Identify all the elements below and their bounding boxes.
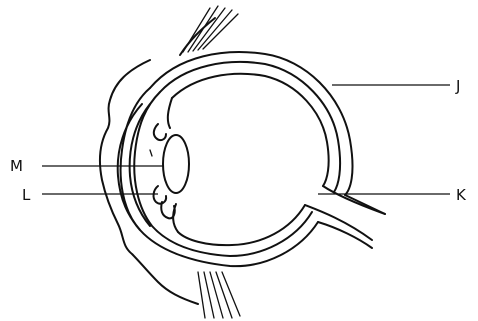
label-m: M [10,157,23,175]
optic-nerve-lower [305,205,372,240]
choroid-lower [134,92,312,256]
lower-muscle [198,272,240,318]
iris-lower [154,186,167,204]
face-outline [100,60,198,304]
upper-muscle [180,6,238,55]
cornea-inner [130,104,150,226]
iris-upper [154,124,166,140]
label-l: L [22,186,31,204]
iris-stalk-lower [161,202,175,218]
sclera-outer-lower [121,88,318,266]
label-j: J [455,77,460,95]
ciliary-body-upper [168,98,172,128]
choroid [160,62,340,192]
label-k: K [456,186,467,204]
pupil-mark [150,150,152,156]
lens [163,135,189,193]
retina [172,74,329,186]
